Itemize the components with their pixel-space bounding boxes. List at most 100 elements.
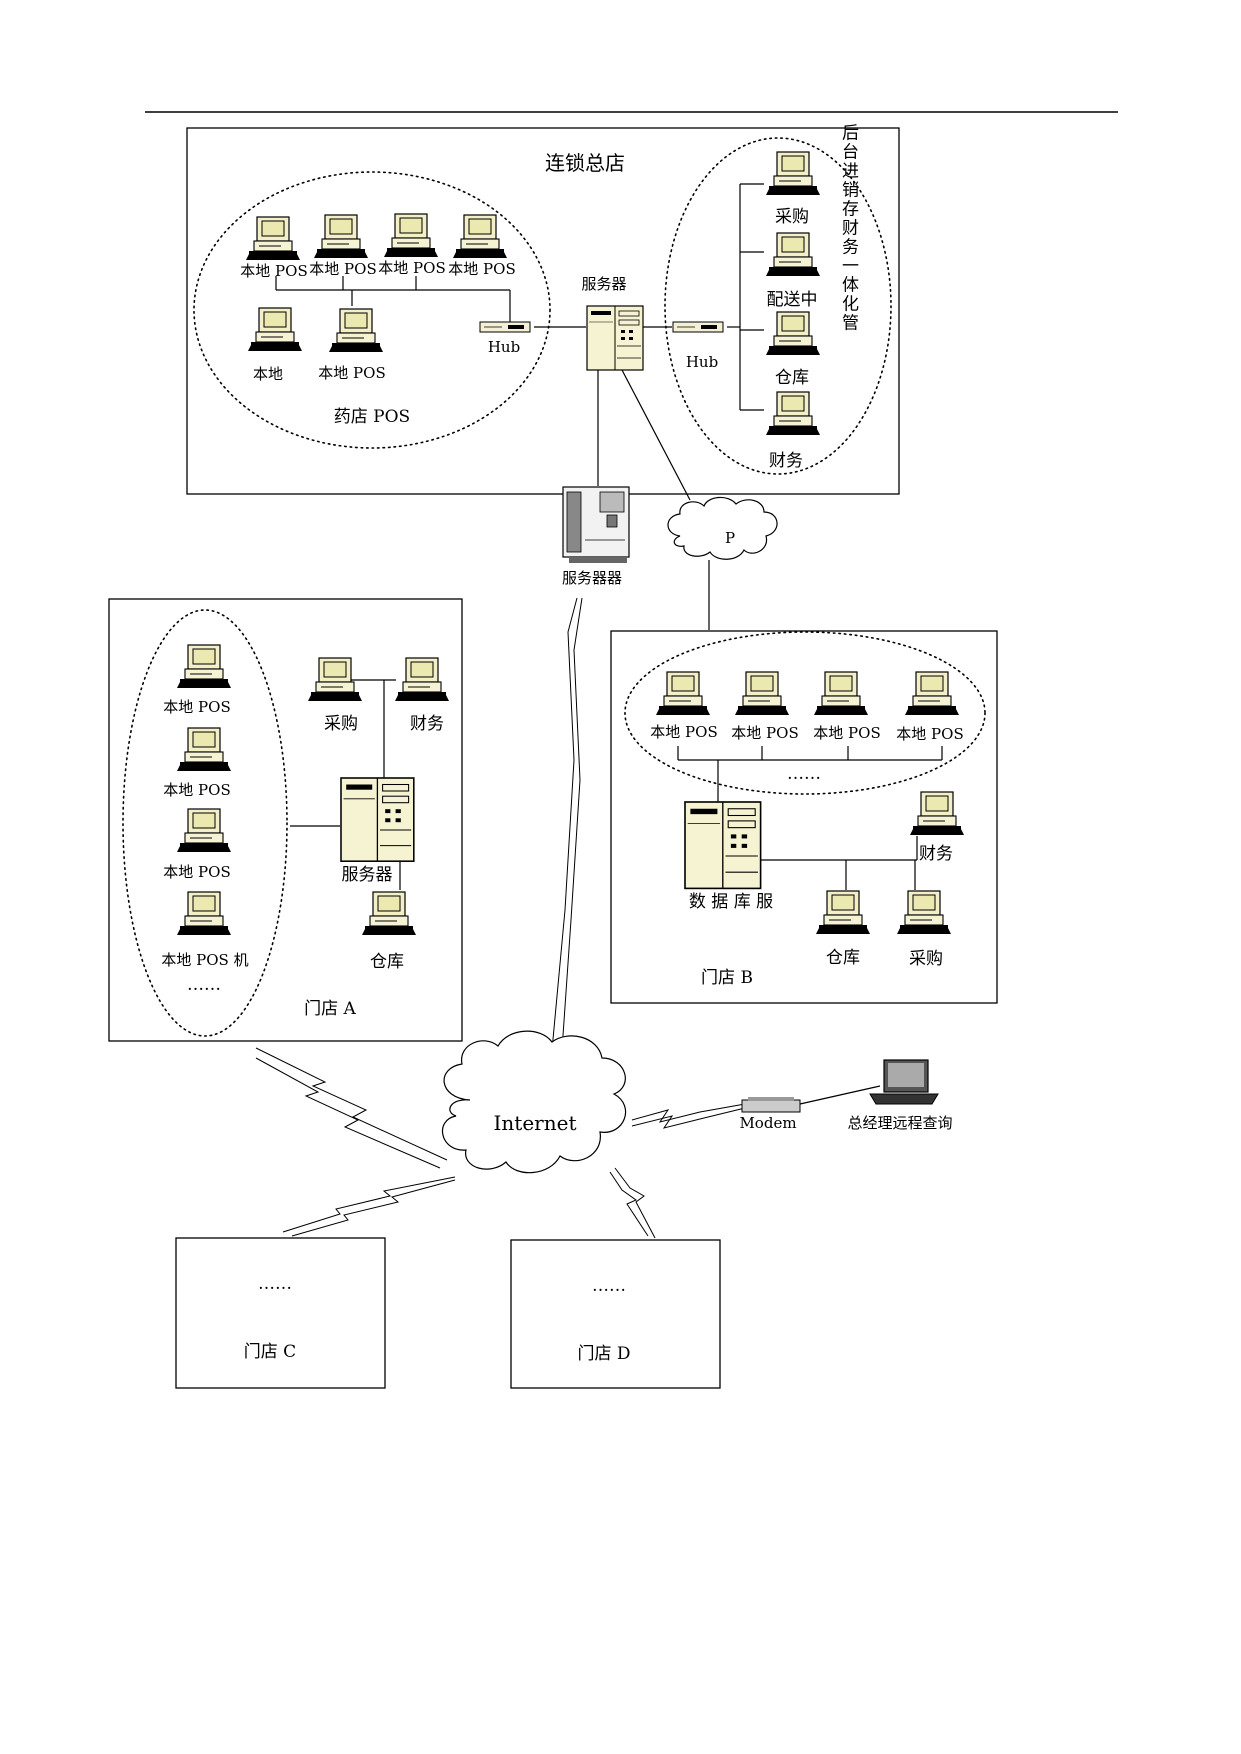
pos-computer-icon xyxy=(176,644,232,689)
store-c-box xyxy=(175,1237,386,1389)
pos-label: 本地 POS xyxy=(318,364,385,382)
modem-label: Modem xyxy=(739,1114,796,1132)
link-bolt xyxy=(631,1107,746,1129)
purchase-label: 采购 xyxy=(324,714,358,734)
server-label: 数 据 库 服 xyxy=(689,892,773,912)
pos-label: 本地 POS xyxy=(309,260,376,278)
server-label: 服务器 xyxy=(581,275,626,293)
pos-label: 本地 POS xyxy=(650,723,717,741)
web-server: 服务器器 xyxy=(562,486,630,587)
web-server-label: 服务器器 xyxy=(562,569,622,587)
finance-computer-icon xyxy=(909,791,965,836)
finance-computer-icon xyxy=(394,657,450,702)
link-bolt xyxy=(561,597,583,1051)
pos-computer-icon xyxy=(452,214,508,259)
pos-group-label: 药店 POS xyxy=(334,407,410,427)
store-a-title: 门店 A xyxy=(304,999,356,1019)
pos-label: 本地 POS xyxy=(813,724,880,742)
link-bolt xyxy=(551,597,578,1051)
hq-title: 连锁总店 xyxy=(545,151,625,175)
purchase-computer-icon xyxy=(765,151,821,196)
pos-computer-icon xyxy=(904,671,960,716)
internet-label: Internet xyxy=(494,1111,577,1135)
pos-label: 本地 xyxy=(253,365,283,383)
pos-label: 本地 POS xyxy=(378,259,445,277)
link-bolt xyxy=(614,1167,656,1239)
server-icon xyxy=(340,777,415,862)
pos-computer-icon xyxy=(245,216,301,261)
modem-icon xyxy=(741,1099,801,1113)
back-office-label: 配送中 xyxy=(767,290,818,310)
link-bolt xyxy=(255,1047,448,1161)
pos-computer-icon xyxy=(176,891,232,936)
link-bolt xyxy=(255,1057,441,1169)
cloud-p: P xyxy=(667,496,778,630)
store-d-title: 门店 D xyxy=(577,1344,630,1364)
link-bolt xyxy=(609,1171,649,1237)
purchase-label: 采购 xyxy=(909,949,943,969)
store-b-section: 本地 POS 本地 POS 本地 POS 本地 POS …… 数 据 库 服 财… xyxy=(610,630,998,1004)
ellipsis: …… xyxy=(787,764,821,784)
pos-label: 本地 POS xyxy=(896,725,963,743)
cloud-p-icon xyxy=(667,496,778,560)
pos-label: 本地 POS xyxy=(731,724,798,742)
pos-computer-icon xyxy=(734,671,790,716)
ellipsis: …… xyxy=(258,1274,292,1294)
pos-computer-icon xyxy=(813,671,869,716)
back-office-group-label: 后台进销存财务一体化管 xyxy=(838,123,859,332)
store-b-title: 门店 B xyxy=(701,968,753,988)
store-b-pos-ellipse xyxy=(624,631,986,795)
link-bolt xyxy=(282,1176,456,1233)
pos-computer-icon xyxy=(176,727,232,772)
laptop-icon xyxy=(869,1059,939,1105)
pos-label: 本地 POS xyxy=(240,262,307,280)
purchase-computer-icon xyxy=(896,890,952,935)
pos-computer-icon xyxy=(247,307,303,352)
ellipsis: …… xyxy=(592,1276,626,1296)
back-office-label: 采购 xyxy=(775,207,809,227)
store-c-section: …… 门店 C xyxy=(175,1237,386,1389)
hq-box xyxy=(186,127,900,495)
pos-computer-icon xyxy=(313,214,369,259)
back-office-label: 财务 xyxy=(769,451,803,471)
hq-section: 连锁总店 本地 POS 本地 POS 本地 POS 本地 POS 本地 本地 P… xyxy=(186,123,900,501)
store-d-section: …… 门店 D xyxy=(510,1239,721,1389)
warehouse-computer-icon xyxy=(361,891,417,936)
server-label: 服务器 xyxy=(342,865,393,885)
cloud-p-label: P xyxy=(725,529,735,547)
store-a-box xyxy=(108,598,463,1042)
pos-label: 本地 POS xyxy=(163,863,230,881)
back-office-label: 仓库 xyxy=(775,368,809,388)
store-a-pos-ellipse xyxy=(122,609,288,1037)
internet-section: Internet Modem 总经理远程查询 xyxy=(255,597,953,1239)
pos-computer-icon xyxy=(655,671,711,716)
hq-pos-group-ellipse xyxy=(193,171,551,449)
pos-computer-icon xyxy=(383,213,439,258)
hq-back-office-ellipse xyxy=(664,137,892,475)
pos-computer-icon xyxy=(176,808,232,853)
pos-computer-icon xyxy=(328,308,384,353)
warehouse-label: 仓库 xyxy=(826,948,860,968)
store-d-box xyxy=(510,1239,721,1389)
warehouse-computer-icon xyxy=(765,311,821,356)
link-bolt xyxy=(291,1179,456,1237)
hub-label: Hub xyxy=(686,353,718,371)
pos-label: 本地 POS xyxy=(163,781,230,799)
warehouse-computer-icon xyxy=(815,890,871,935)
ellipsis: …… xyxy=(187,975,221,995)
warehouse-label: 仓库 xyxy=(370,952,404,972)
store-a-section: 本地 POS 本地 POS 本地 POS 本地 POS 机 …… 采购 财务 服… xyxy=(108,598,463,1042)
pos-label: 本地 POS xyxy=(163,698,230,716)
finance-label: 财务 xyxy=(919,844,953,864)
server-icon xyxy=(684,801,762,890)
hub-icon xyxy=(479,321,531,333)
pos-label: 本地 POS 机 xyxy=(161,951,248,969)
finance-computer-icon xyxy=(765,391,821,436)
manager-label: 总经理远程查询 xyxy=(847,1114,952,1132)
hub-icon xyxy=(672,321,724,333)
store-c-title: 门店 C xyxy=(244,1342,296,1362)
hub-label: Hub xyxy=(488,338,520,356)
pos-label: 本地 POS xyxy=(448,260,515,278)
finance-label: 财务 xyxy=(410,714,444,734)
